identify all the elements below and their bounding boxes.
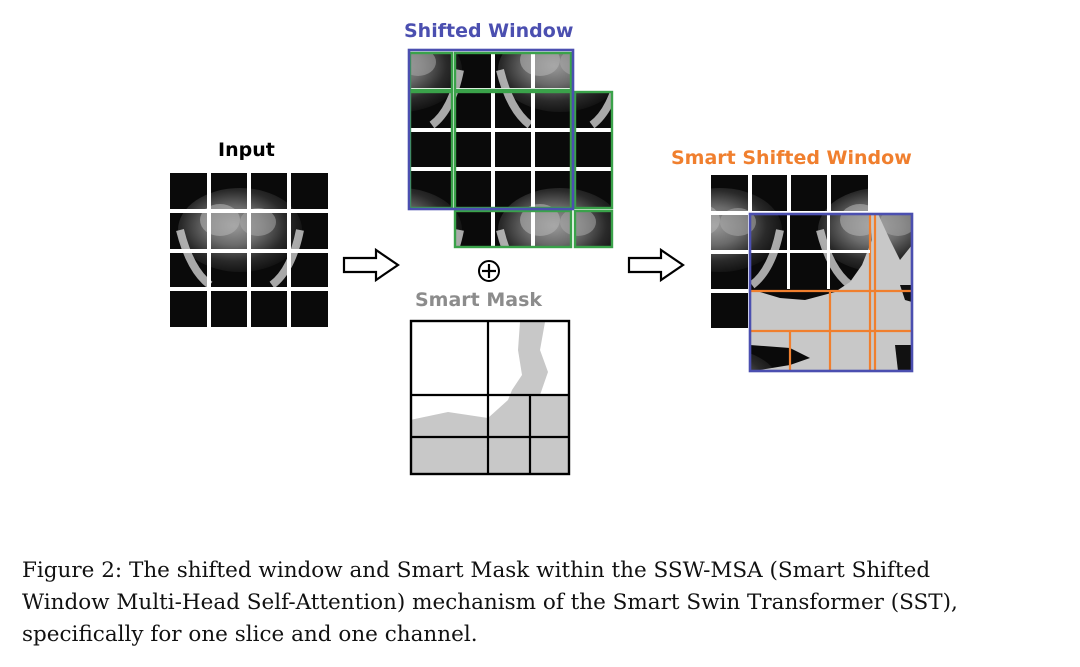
input-label: Input [218,139,275,161]
shifted-window-image [407,48,614,250]
smart-mask-label: Smart Mask [415,289,543,311]
smart-shifted-window-image [711,175,914,373]
right-arrow-icon [342,247,400,283]
figure-caption: Figure 2: The shifted window and Smart M… [22,555,1062,651]
shifted-window-label: Shifted Window [404,20,574,42]
right-arrow-icon [627,247,685,283]
caption-line-1: Figure 2: The shifted window and Smart M… [22,558,931,583]
smart-shifted-window-label: Smart Shifted Window [671,147,912,169]
circled-plus-icon [478,260,500,282]
input-image [170,173,328,327]
smart-mask-image [409,319,571,476]
caption-line-2: Window Multi-Head Self-Attention) mechan… [22,590,958,615]
caption-line-3: specifically for one slice and one chann… [22,622,478,647]
